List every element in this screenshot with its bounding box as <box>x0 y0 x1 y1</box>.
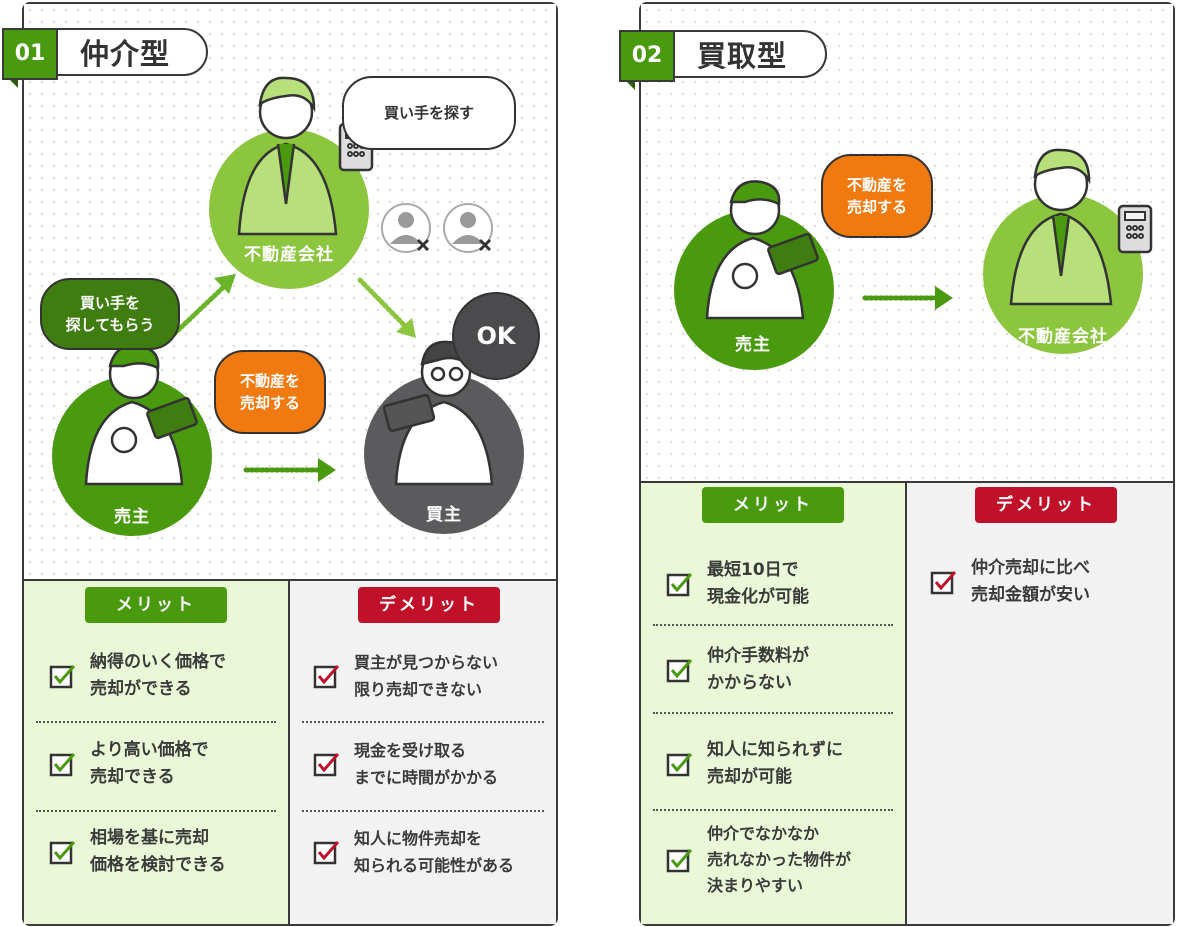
arrow-head-3 <box>318 458 336 482</box>
role-label-seller: 売主 <box>735 335 771 355</box>
speech-bubble-sell: 不動産を 売却する <box>821 154 933 238</box>
speech-bubble-search-buyer: 買い手を探す <box>342 76 516 150</box>
merit-column: メリット 最短10日で 現金化が可能 仲介手数料が かからない 知人に知られずに… <box>641 483 905 924</box>
divider <box>653 624 893 626</box>
divider <box>36 810 276 812</box>
checkbox-icon <box>49 665 76 689</box>
list-item: 知人に物件売却を 知られる可能性がある <box>312 825 546 879</box>
list-item: 最短10日で 現金化が可能 <box>665 557 895 611</box>
brokerage-illustration <box>52 76 524 536</box>
demerit-text: 知人に物件売却を 知られる可能性がある <box>354 829 515 875</box>
merit-text: 納得のいく価格で 売却ができる <box>90 652 226 699</box>
demerit-column: デメリット 買主が見つからない 限り売却できない 現金を受け取る までに時間がか… <box>288 581 556 924</box>
divider <box>36 721 276 723</box>
divider <box>653 712 893 714</box>
list-item: 仲介手数料が かからない <box>665 643 895 697</box>
panel-purchase: 買取型 02 <box>619 2 1175 926</box>
demerit-text: 買主が見つからない 限り売却できない <box>354 653 499 699</box>
checkbox-icon <box>313 841 340 865</box>
role-label-seller: 売主 <box>114 507 150 527</box>
buyer-person-icon <box>382 340 494 486</box>
list-item: 知人に知られずに 売却が可能 <box>665 737 895 791</box>
unknown-buyer-icon-2 <box>443 203 493 253</box>
demerit-text: 現金を受け取る までに時間がかかる <box>354 741 499 787</box>
merit-label: メリット <box>85 587 227 623</box>
title-bar: 買取型 <box>671 30 827 78</box>
demerit-label: デメリット <box>358 587 500 623</box>
title-number: 02 <box>619 30 675 82</box>
scene-brokerage: 仲介型 01 <box>2 4 556 581</box>
checkbox-icon <box>930 571 957 595</box>
merit-label: メリット <box>702 487 844 523</box>
checkbox-icon <box>313 665 340 689</box>
list-item: 納得のいく価格で 売却ができる <box>48 649 278 703</box>
divider <box>653 809 893 811</box>
list-item: 仲介売却に比べ 売却金額が安い <box>929 555 1163 609</box>
purchase-illustration <box>674 148 1153 370</box>
list-item: 現金を受け取る までに時間がかかる <box>312 737 546 791</box>
demerit-text: 仲介売却に比べ 売却金額が安い <box>971 558 1090 605</box>
speech-bubble-ask-search: 買い手を 探してもらう <box>40 278 180 350</box>
arrow-head-1 <box>214 274 236 294</box>
demerit-label: デメリット <box>975 487 1117 523</box>
merit-text: 仲介でなかなか 売れなかった物件が 決まりやすい <box>707 824 852 895</box>
checkbox-icon <box>49 753 76 777</box>
scene-purchase: 買取型 02 <box>619 4 1173 483</box>
arrow-agency-to-buyer <box>357 277 412 333</box>
page-title: 仲介型 <box>80 37 171 71</box>
list-item: より高い価格で 売却できる <box>48 737 278 791</box>
merit-text: 仲介手数料が かからない <box>707 646 809 693</box>
panel-brokerage: 仲介型 01 <box>2 2 558 926</box>
list-item: 買主が見つからない 限り売却できない <box>312 649 546 703</box>
demerit-column: デメリット 仲介売却に比べ 売却金額が安い <box>905 483 1173 924</box>
list-item: 相場を基に売却 価格を検討できる <box>48 825 278 879</box>
page-title: 買取型 <box>697 39 788 73</box>
arrow-seller-to-agency <box>171 279 232 337</box>
merit-text: 相場を基に売却 価格を検討できる <box>90 828 226 875</box>
divider <box>302 810 544 812</box>
calculator-icon <box>1124 211 1146 239</box>
seller-person-icon <box>84 344 198 486</box>
speech-bubble-ok: OK <box>452 292 540 380</box>
role-label-agency: 不動産会社 <box>244 245 334 265</box>
list-item: 仲介でなかなか 売れなかった物件が 決まりやすい <box>665 821 895 899</box>
role-label-buyer: 買主 <box>426 505 462 525</box>
merit-text: 知人に知られずに 売却が可能 <box>707 740 843 787</box>
merit-text: 最短10日で 現金化が可能 <box>707 560 809 607</box>
merit-column: メリット 納得のいく価格で 売却ができる より高い価格で 売却できる 相場を基に… <box>24 581 288 924</box>
unknown-buyer-icon-1 <box>381 203 431 253</box>
role-label-agency: 不動産会社 <box>1018 327 1108 347</box>
divider <box>302 721 544 723</box>
arrow-head <box>935 286 953 310</box>
merit-text: より高い価格で 売却できる <box>90 740 209 787</box>
title-bar: 仲介型 <box>54 28 208 76</box>
arrow-head-2 <box>396 318 416 338</box>
seller-person-icon <box>705 180 819 320</box>
title-number: 01 <box>2 28 58 80</box>
checkbox-icon <box>666 753 693 777</box>
checkbox-icon <box>49 841 76 865</box>
checkbox-icon <box>666 659 693 683</box>
checkbox-icon <box>666 573 693 597</box>
speech-bubble-sell: 不動産を 売却する <box>214 350 326 434</box>
checkbox-icon <box>666 849 693 873</box>
checkbox-icon <box>313 753 340 777</box>
